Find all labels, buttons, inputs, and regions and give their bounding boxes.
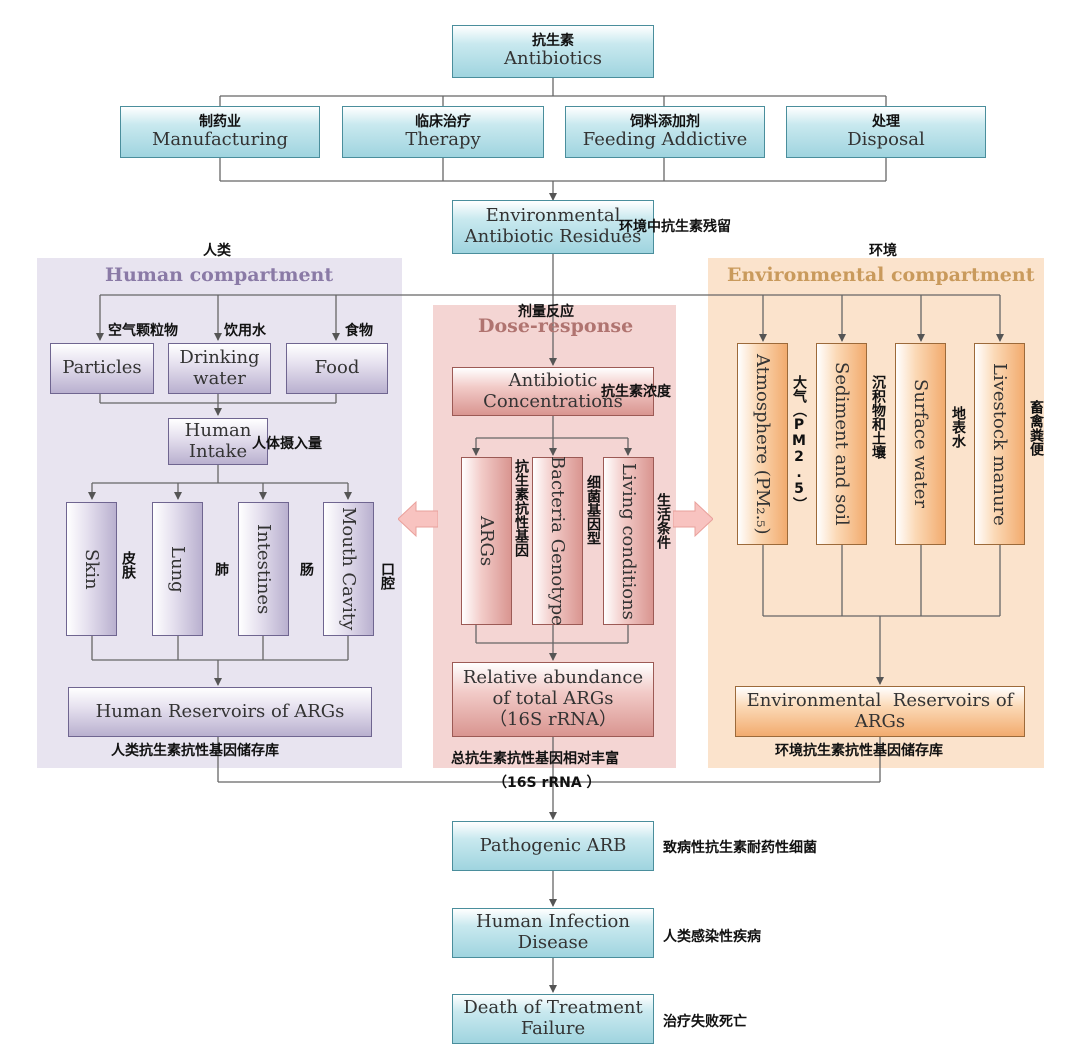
relative-abundance-en-2: of total ARGs bbox=[492, 688, 614, 710]
source-therapy-box: 临床治疗 Therapy bbox=[342, 106, 544, 158]
residues-en-line1: Environmental bbox=[485, 205, 621, 227]
factor-args-en: ARGs bbox=[476, 515, 497, 567]
organ-skin-box: Skin bbox=[66, 502, 117, 636]
treatment-failure-cn: 治疗失败死亡 bbox=[663, 1014, 747, 1030]
antibiotic-concentrations-cn: 抗生素浓度 bbox=[601, 384, 671, 400]
food-en: Food bbox=[314, 357, 360, 379]
media-sediment-cn: 沉积物和土壤 bbox=[870, 375, 886, 459]
organ-mouth-cn: 口腔 bbox=[379, 562, 395, 590]
pathogenic-arb-cn: 致病性抗生素耐药性细菌 bbox=[663, 840, 817, 856]
media-livestock-box: Livestock manure bbox=[974, 343, 1025, 545]
source-en: Therapy bbox=[405, 128, 481, 150]
route-food-cn: 食物 bbox=[345, 323, 373, 339]
media-surface-water-box: Surface water bbox=[895, 343, 946, 545]
human-intake-en: Human Intake bbox=[184, 419, 252, 462]
factor-genotype-cn: 细菌基因型 bbox=[585, 475, 601, 545]
factor-living-en: Living conditions bbox=[618, 462, 639, 620]
residues-cn-label: 环境中抗生素残留 bbox=[619, 219, 731, 235]
source-feeding-box: 饲料添加剂 Feeding Addictive bbox=[565, 106, 765, 158]
human-reservoir-cn: 人类抗生素抗性基因储存库 bbox=[111, 743, 279, 759]
antibiotic-concentrations-box: Antibiotic Concentrations bbox=[452, 367, 654, 416]
human-compartment-title: Human compartment bbox=[105, 264, 334, 286]
source-disposal-box: 处理 Disposal bbox=[786, 106, 986, 158]
env-reservoir-box: Environmental Reservoirs of ARGs bbox=[735, 686, 1025, 737]
source-cn: 临床治疗 bbox=[415, 113, 471, 130]
factor-args-cn: 抗生素抗性基因 bbox=[513, 459, 529, 557]
infection-disease-en-1: Human Infection bbox=[476, 911, 630, 933]
infection-disease-cn: 人类感染性疾病 bbox=[663, 929, 761, 945]
route-particles-cn: 空气颗粒物 bbox=[108, 323, 178, 339]
media-sediment-en: Sediment and soil bbox=[831, 362, 852, 526]
media-atmosphere-box: Atmosphere (PM₂.₅) bbox=[737, 343, 788, 545]
pathogenic-arb-en: Pathogenic ARB bbox=[479, 834, 627, 856]
media-surface-water-en: Surface water bbox=[910, 379, 931, 509]
relative-abundance-en-3: （16S rRNA） bbox=[489, 708, 617, 730]
source-en: Disposal bbox=[847, 128, 925, 150]
source-en: Manufacturing bbox=[151, 128, 289, 150]
pathogenic-arb-box: Pathogenic ARB bbox=[452, 821, 654, 871]
infection-disease-box: Human Infection Disease bbox=[452, 908, 654, 958]
source-manufacturing-box: 制药业 Manufacturing bbox=[120, 106, 320, 158]
media-livestock-en: Livestock manure bbox=[989, 362, 1010, 526]
source-cn: 制药业 bbox=[199, 113, 241, 130]
factor-living-box: Living conditions bbox=[603, 457, 654, 625]
residues-en-line2: Antibiotic Residues bbox=[464, 226, 642, 247]
infection-disease-en-2: Disease bbox=[517, 932, 589, 953]
food-box: Food bbox=[286, 343, 388, 394]
relative-abundance-box: Relative abundance of total ARGs （16S rR… bbox=[452, 662, 654, 737]
media-livestock-cn: 畜禽粪便 bbox=[1028, 400, 1044, 456]
dose-cn-header: 剂量反应 bbox=[518, 304, 574, 320]
human-reservoir-en: Human Reservoirs of ARGs bbox=[95, 700, 345, 722]
organ-mouth-en: Mouth Cavity bbox=[338, 507, 359, 631]
media-surface-water-cn: 地表水 bbox=[950, 406, 966, 448]
residues-box: Environmental Antibiotic Residues bbox=[452, 200, 654, 254]
source-cn: 处理 bbox=[872, 113, 900, 130]
organ-lung-box: Lung bbox=[152, 502, 203, 636]
relative-abundance-cn-2: （16S rRNA ） bbox=[493, 775, 601, 791]
organ-skin-cn: 皮肤 bbox=[120, 551, 136, 579]
organ-lung-en: Lung bbox=[167, 545, 188, 593]
env-reservoir-en-1: Environmental Reservoirs of bbox=[746, 689, 1014, 711]
factor-genotype-en: Bacteria Genotype bbox=[547, 456, 568, 626]
antibiotic-concentrations-en: Antibiotic Concentrations bbox=[483, 369, 623, 412]
drinking-water-box: Drinking water bbox=[168, 343, 271, 394]
treatment-failure-en-1: Death of Treatment bbox=[463, 997, 643, 1019]
organ-intestines-box: Intestines bbox=[238, 502, 289, 636]
organ-intestines-en: Intestines bbox=[253, 523, 274, 615]
particles-en: Particles bbox=[62, 357, 142, 379]
organ-intestines-cn: 肠 bbox=[298, 562, 314, 576]
env-cn-header: 环境 bbox=[869, 243, 897, 259]
organ-mouth-box: Mouth Cavity bbox=[323, 502, 374, 636]
source-en: Feeding Addictive bbox=[582, 128, 748, 150]
relative-abundance-cn-1: 总抗生素抗性基因相对丰富 bbox=[451, 751, 619, 767]
env-reservoir-cn: 环境抗生素抗性基因储存库 bbox=[775, 743, 943, 759]
environmental-compartment-title: Environmental compartment bbox=[727, 264, 1035, 286]
relative-abundance-en-1: Relative abundance bbox=[462, 667, 644, 689]
env-reservoir-en-2: ARGs bbox=[854, 710, 906, 732]
right-transfer-arrow bbox=[673, 500, 713, 538]
dose-response-title: Dose-response bbox=[478, 315, 634, 337]
antibiotics-cn: 抗生素 bbox=[532, 33, 574, 50]
factor-args-box: ARGs bbox=[461, 457, 512, 625]
media-sediment-box: Sediment and soil bbox=[816, 343, 867, 545]
media-atmosphere-cn: 大气（PM2.5） bbox=[791, 375, 807, 511]
organ-skin-en: Skin bbox=[81, 548, 102, 590]
left-transfer-arrow bbox=[398, 500, 438, 538]
source-cn: 饲料添加剂 bbox=[630, 113, 700, 130]
treatment-failure-en-2: Failure bbox=[520, 1018, 586, 1039]
human-cn-header: 人类 bbox=[203, 243, 231, 259]
organ-lung-cn: 肺 bbox=[213, 562, 229, 576]
antibiotics-en: Antibiotics bbox=[503, 48, 602, 70]
human-reservoir-box: Human Reservoirs of ARGs bbox=[68, 687, 372, 737]
route-water-cn: 饮用水 bbox=[224, 323, 266, 339]
factor-living-cn: 生活条件 bbox=[655, 493, 671, 549]
treatment-failure-box: Death of Treatment Failure bbox=[452, 994, 654, 1044]
human-intake-box: Human Intake bbox=[168, 418, 268, 465]
factor-genotype-box: Bacteria Genotype bbox=[532, 456, 583, 626]
antibiotics-box: 抗生素 Antibiotics bbox=[452, 25, 654, 78]
particles-box: Particles bbox=[50, 343, 154, 394]
drinking-water-en: Drinking water bbox=[179, 346, 260, 389]
media-atmosphere-en: Atmosphere (PM₂.₅) bbox=[752, 353, 773, 535]
human-intake-cn: 人体摄入量 bbox=[252, 436, 322, 452]
